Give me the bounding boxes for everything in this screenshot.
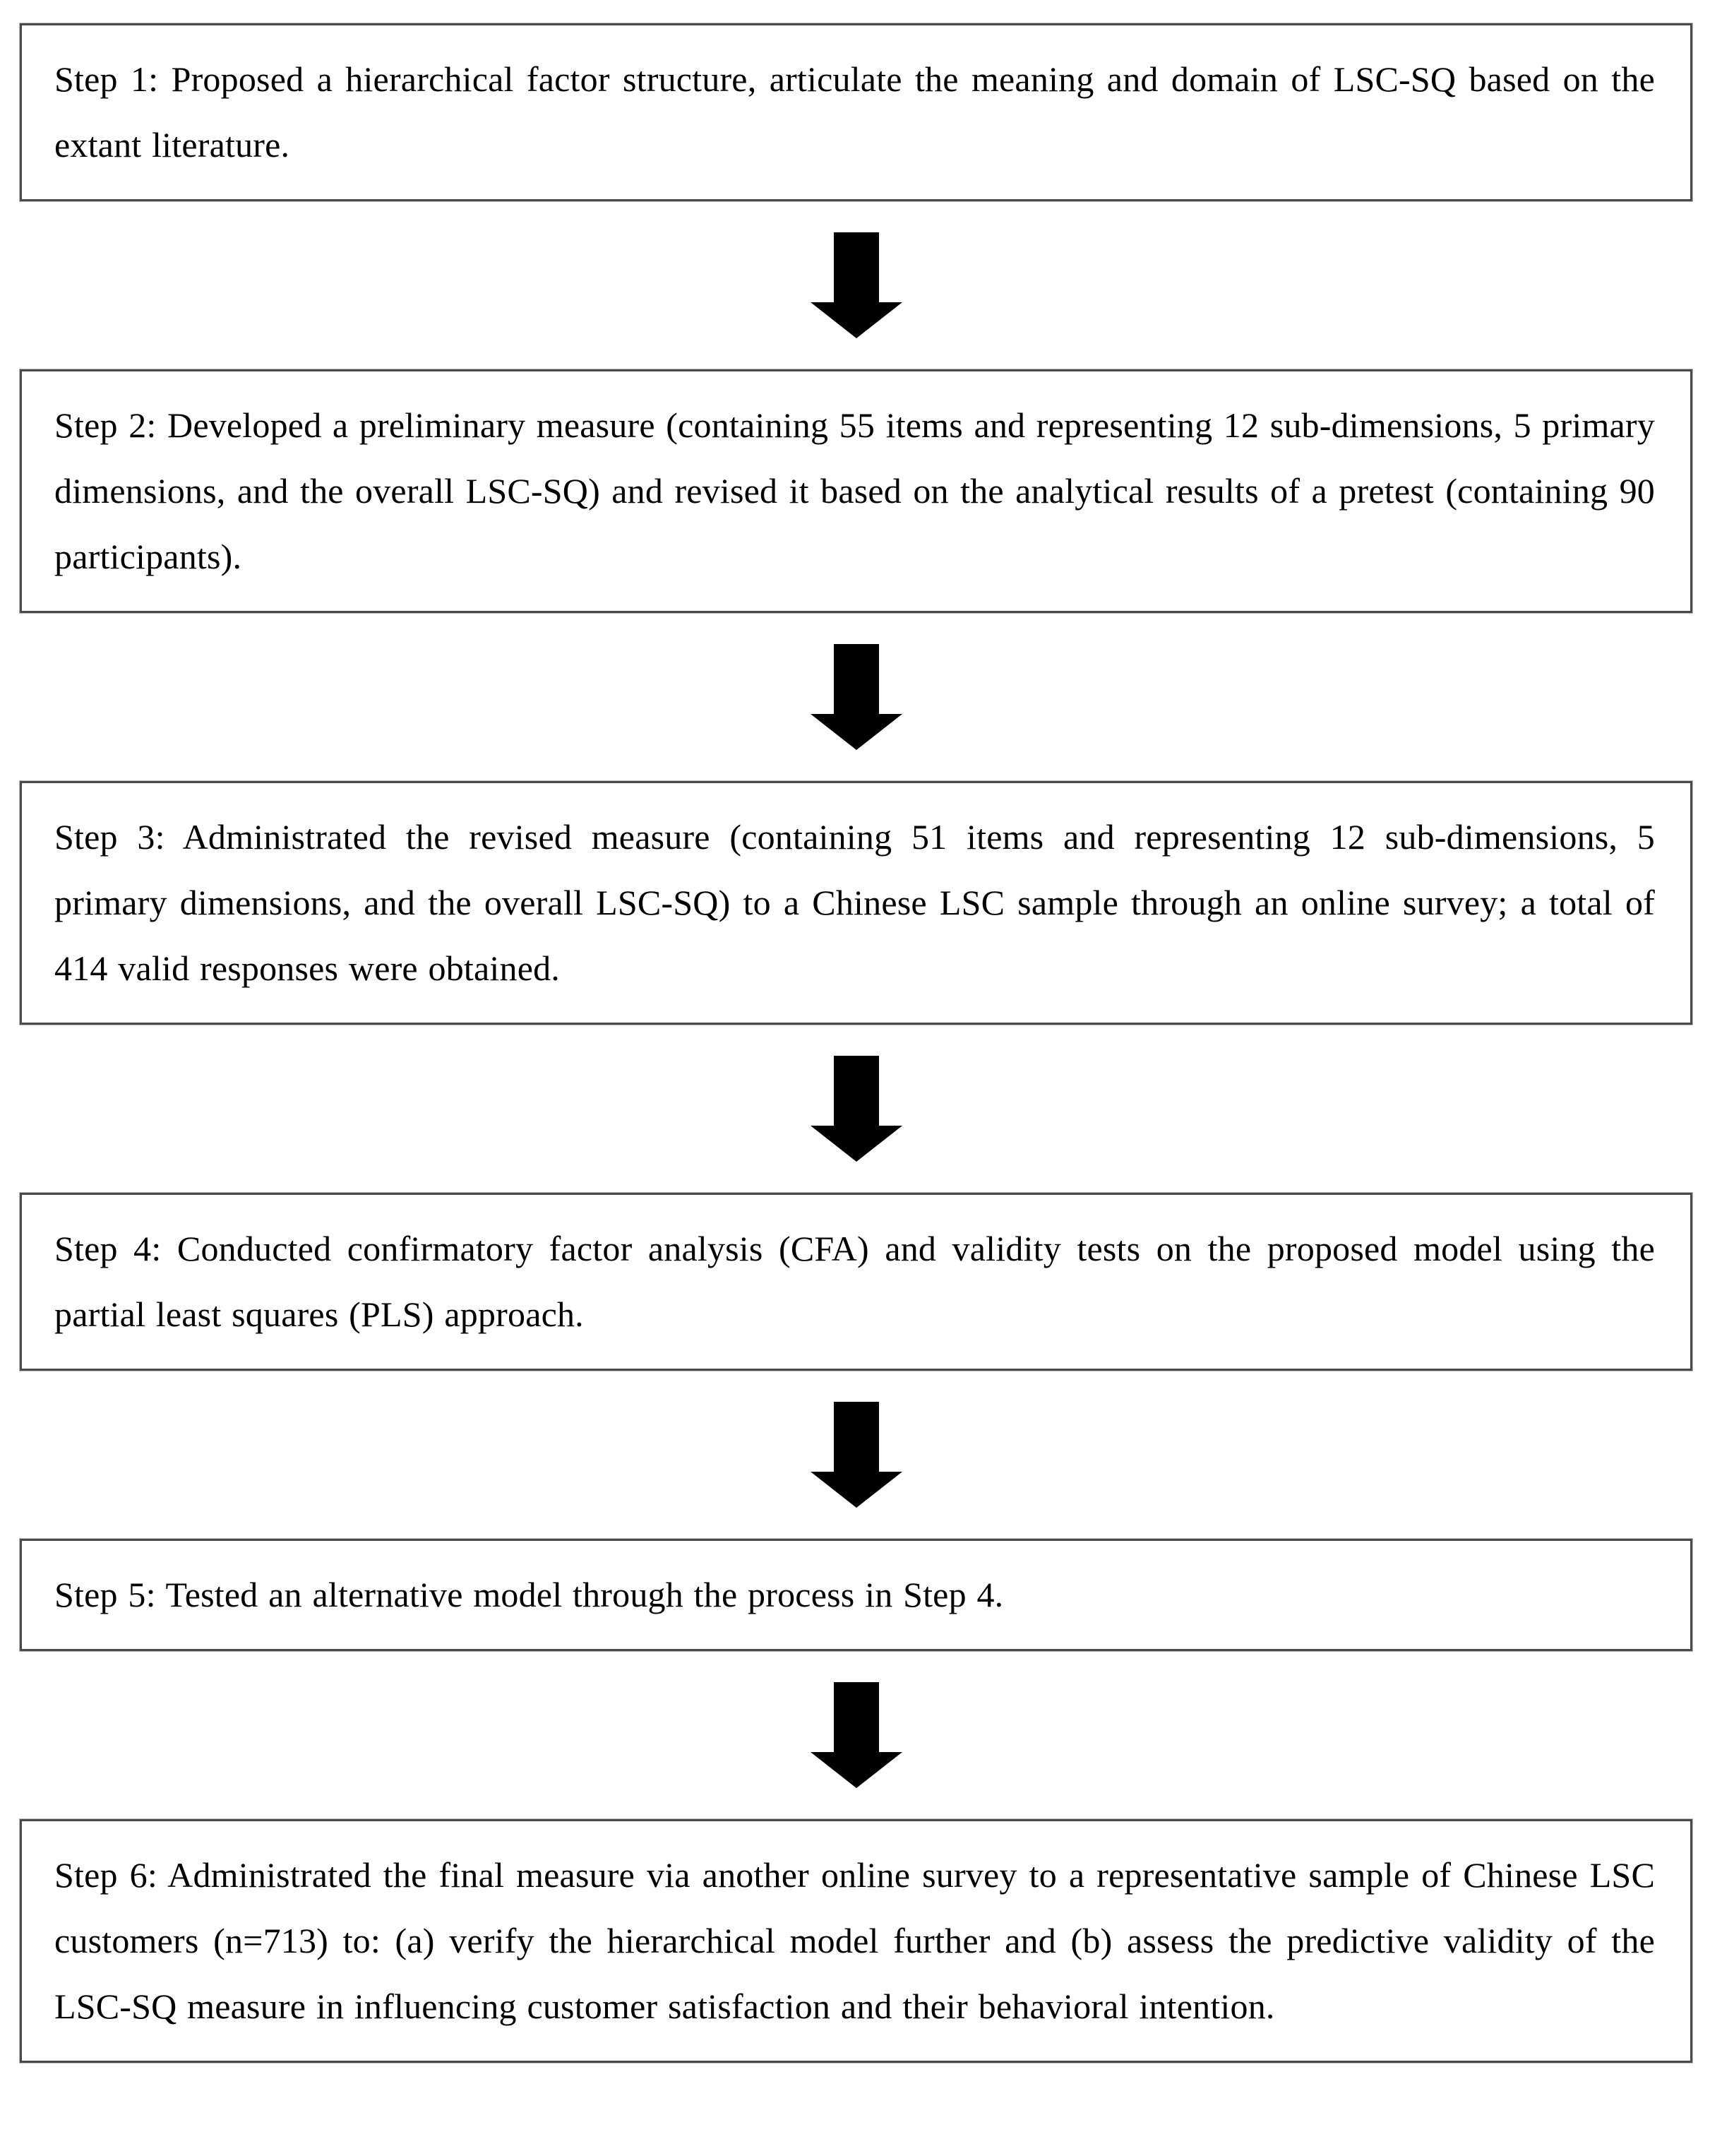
connector-5 bbox=[20, 1682, 1692, 1788]
connector-1 bbox=[20, 232, 1692, 338]
step-2-text: Step 2: Developed a preliminary measure … bbox=[54, 405, 1655, 576]
connector-4 bbox=[20, 1402, 1692, 1508]
step-1-box: Step 1: Proposed a hierarchical factor s… bbox=[20, 23, 1692, 201]
down-arrow-icon bbox=[810, 232, 902, 338]
step-3-text: Step 3: Administrated the revised measur… bbox=[54, 817, 1655, 988]
connector-3 bbox=[20, 1056, 1692, 1162]
step-6-box: Step 6: Administrated the final measure … bbox=[20, 1819, 1692, 2063]
down-arrow-icon bbox=[810, 1402, 902, 1508]
step-1-text: Step 1: Proposed a hierarchical factor s… bbox=[54, 59, 1655, 165]
step-5-text: Step 5: Tested an alternative model thro… bbox=[54, 1575, 1004, 1614]
step-4-text: Step 4: Conducted confirmatory factor an… bbox=[54, 1229, 1655, 1334]
step-3-box: Step 3: Administrated the revised measur… bbox=[20, 781, 1692, 1025]
down-arrow-icon bbox=[810, 1682, 902, 1788]
step-5-box: Step 5: Tested an alternative model thro… bbox=[20, 1539, 1692, 1651]
down-arrow-icon bbox=[810, 1056, 902, 1162]
down-arrow-icon bbox=[810, 644, 902, 750]
step-4-box: Step 4: Conducted confirmatory factor an… bbox=[20, 1193, 1692, 1371]
step-2-box: Step 2: Developed a preliminary measure … bbox=[20, 369, 1692, 613]
flowchart-column: Step 1: Proposed a hierarchical factor s… bbox=[20, 23, 1692, 2063]
step-6-text: Step 6: Administrated the final measure … bbox=[54, 1855, 1655, 2026]
connector-2 bbox=[20, 644, 1692, 750]
